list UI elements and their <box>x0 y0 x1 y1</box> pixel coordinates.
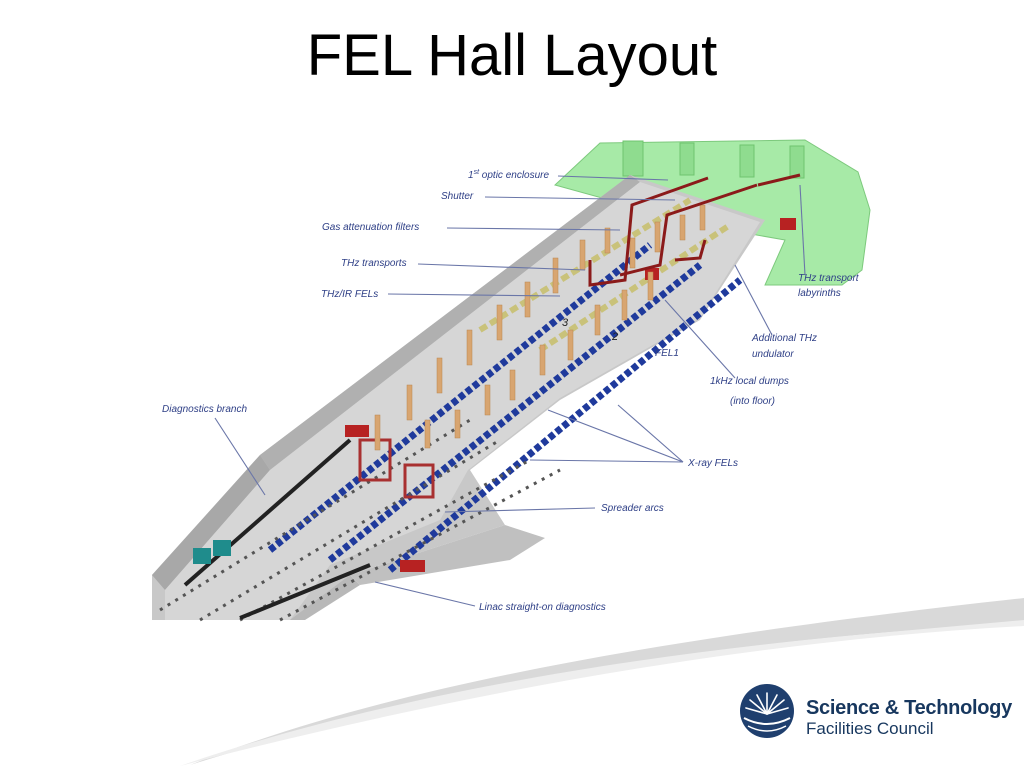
stfc-logo-line-2: Facilities Council <box>806 719 934 738</box>
label-shutter: Shutter <box>441 191 474 202</box>
label-dumps-2: (into floor) <box>730 396 775 407</box>
label-thz-ir-fels: THz/IR FELs <box>321 289 378 300</box>
label-beamline-2: 2 <box>611 331 618 343</box>
label-thz-transports: THz transports <box>341 258 407 269</box>
thz-transport-pipes <box>588 173 801 287</box>
slide-title: FEL Hall Layout <box>306 23 718 88</box>
hall-structure <box>152 175 765 620</box>
label-undulator-1: Additional THz <box>751 333 817 344</box>
label-gas-filters: Gas attenuation filters <box>322 222 419 233</box>
label-leaders <box>214 175 806 607</box>
stfc-logo-line-1: Science & Technology <box>806 697 1012 719</box>
label-undulator-2: undulator <box>752 349 794 360</box>
label-thz-labyrinths-1: THz transport <box>798 273 860 284</box>
label-dumps-1: 1kHz local dumps <box>710 376 789 387</box>
decorative-swoosh <box>180 598 1024 766</box>
label-spreader-arcs: Spreader arcs <box>601 503 664 514</box>
label-xray-fels: X-ray FELs <box>687 458 738 469</box>
label-beamline-3: 3 <box>562 317 569 329</box>
label-linac-diagnostics: Linac straight-on diagnostics <box>479 602 606 613</box>
support-pillars <box>374 204 706 451</box>
label-thz-labyrinths-2: labyrinths <box>798 288 841 299</box>
label-diagnostics-branch: Diagnostics branch <box>162 404 247 415</box>
stfc-logo-icon <box>740 684 794 738</box>
label-optic-enclosure: 1st optic enclosure <box>468 169 549 181</box>
label-fel1: FEL1 <box>655 348 679 359</box>
